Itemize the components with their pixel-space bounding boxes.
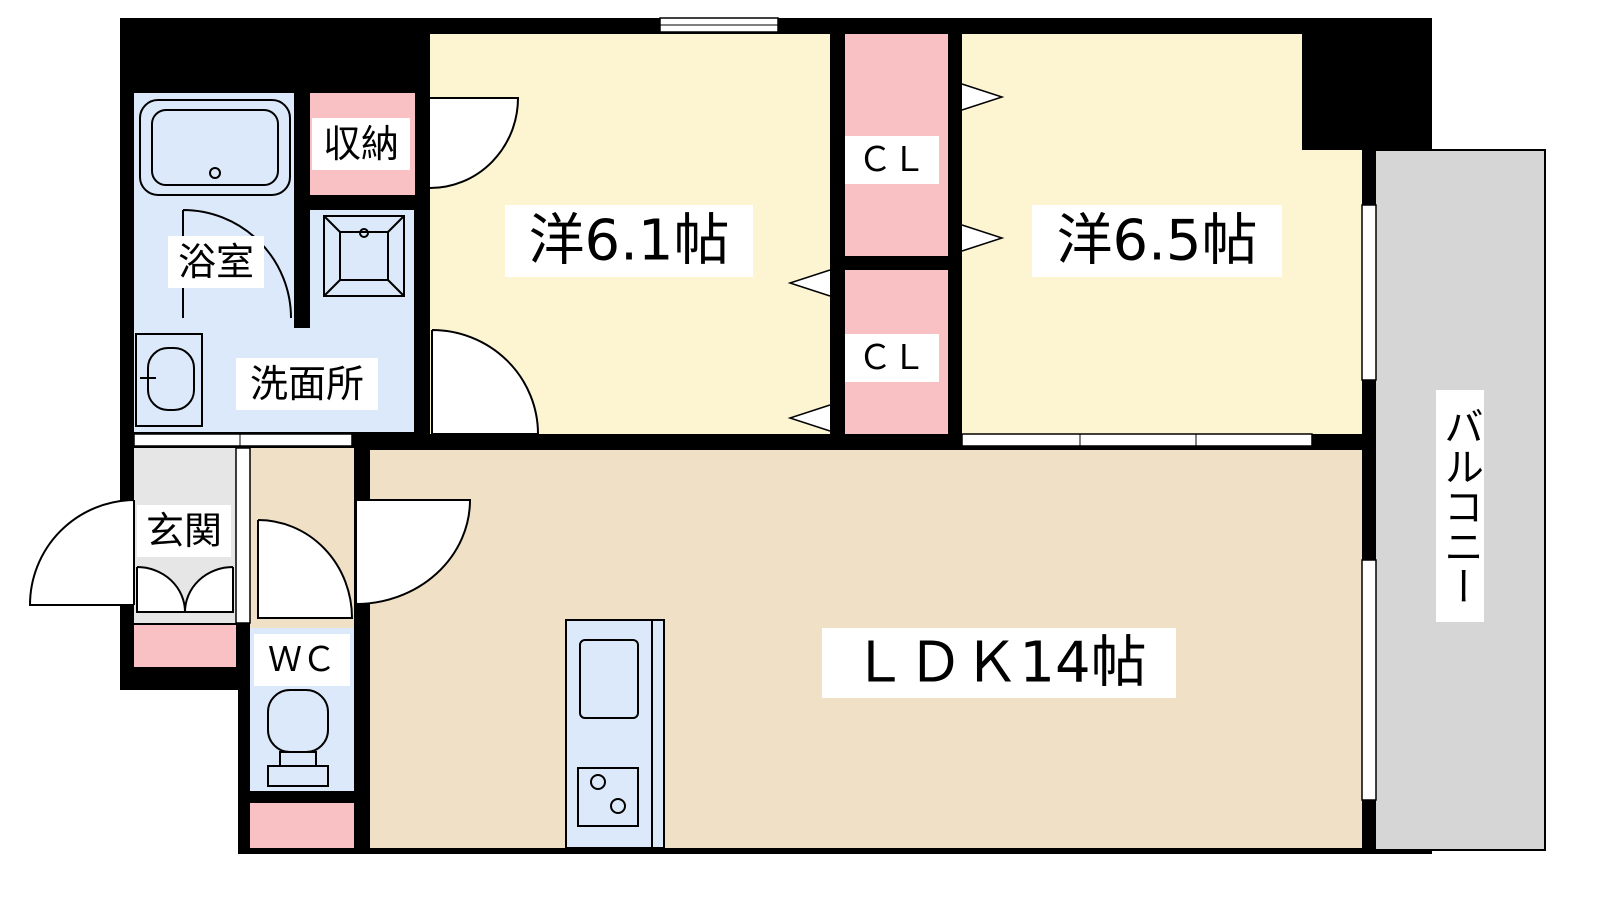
entrance-door-icon [28, 499, 135, 606]
sliding-door [961, 433, 1313, 447]
toilet-icon [267, 765, 329, 787]
room-label-bg [1032, 205, 1282, 277]
bathroom-floor [134, 93, 294, 211]
kitchen-counter [565, 619, 665, 849]
sliding-door [133, 433, 353, 447]
room-label-entrance: 玄関 [146, 509, 222, 553]
bathtub-icon [139, 99, 291, 196]
room-label-balcony: バルコニー [1437, 406, 1483, 606]
wc-storage [250, 803, 354, 848]
closet-door-icon [787, 269, 831, 297]
room-label-western-2: 洋6.5帖 [1056, 209, 1257, 274]
washing-machine-icon [387, 279, 405, 297]
closet-door-icon [961, 83, 1005, 111]
burner-icon [590, 774, 606, 790]
room-label-bg [168, 236, 264, 288]
room-label-bg [505, 205, 753, 277]
washing-machine-icon [359, 228, 369, 238]
storage-door-icon [429, 97, 520, 189]
room-label-ldk: ＬＤＫ14帖 [851, 631, 1146, 696]
room-label-bg [236, 358, 378, 410]
outside-area [0, 0, 120, 900]
room-label-bathroom: 浴室 [178, 240, 254, 284]
room-door-icon [431, 329, 540, 435]
room-label-bg [137, 505, 231, 557]
washing-machine-icon [323, 215, 405, 297]
room-label-toilet: ＷＣ [268, 640, 336, 680]
ldk-door-icon [355, 499, 472, 605]
window [1361, 204, 1377, 381]
wall-segment [294, 93, 310, 211]
stove-icon [577, 767, 639, 827]
room-label-bg [822, 628, 1176, 698]
western-room-2-floor [1302, 150, 1362, 434]
drain-icon [209, 167, 221, 179]
wash-basin-icon [135, 333, 203, 427]
room-label-closet-2: ＣＬ [858, 338, 926, 378]
washing-machine-icon [323, 215, 341, 233]
burner-icon [610, 798, 626, 814]
sink-icon [579, 639, 639, 719]
room-label-bg [254, 634, 350, 686]
room-label-western-1: 洋6.1帖 [528, 209, 729, 274]
window [1361, 559, 1377, 801]
room-label-washroom: 洗面所 [250, 362, 364, 406]
washing-machine-icon [339, 231, 389, 281]
balcony-floor [1374, 149, 1546, 851]
room-label-bg [845, 136, 939, 184]
hallway-floor [235, 447, 251, 624]
closet-door-icon [787, 404, 831, 432]
room-label-bg [845, 334, 939, 382]
shoe-box [134, 625, 236, 667]
room-label-bg [1436, 390, 1484, 622]
room-label-storage: 収納 [323, 122, 399, 166]
closet-door-icon [961, 224, 1005, 252]
room-label-bg [312, 118, 410, 170]
shoe-box-door-icon [183, 566, 234, 613]
washing-machine-icon [387, 215, 405, 233]
wall-segment [294, 211, 310, 328]
bathtub-icon [151, 109, 279, 186]
room-label-closet-1: ＣＬ [858, 140, 926, 180]
wc-door-icon [257, 519, 354, 619]
washing-machine-icon [323, 279, 341, 297]
